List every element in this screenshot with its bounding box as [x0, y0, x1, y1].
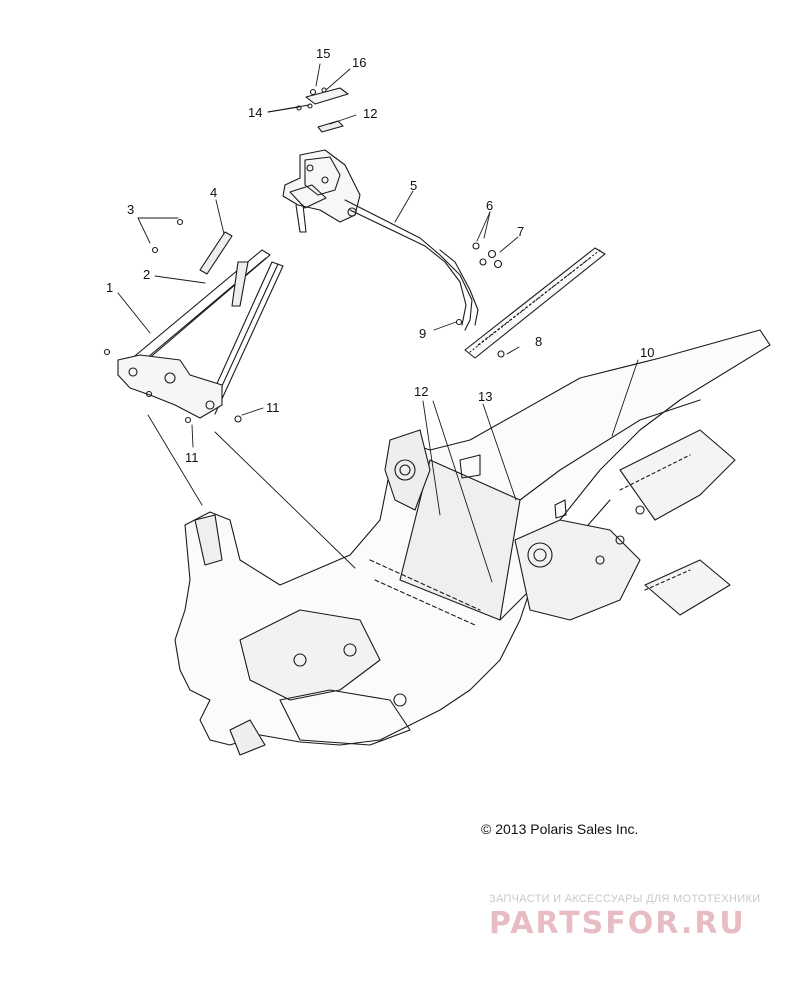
callout-2: 2 [143, 267, 150, 282]
upper-support-frame-part [282, 149, 479, 331]
bracket-plate-part [296, 87, 349, 133]
callout-9: 9 [419, 326, 426, 341]
leader-lines [117, 63, 639, 583]
callout-12-chassis: 12 [414, 384, 428, 399]
chassis-frame-part [174, 329, 771, 756]
watermark-tagline: ЗАПЧАСТИ И АКСЕССУАРЫ ДЛЯ МОТОТЕХНИКИ [489, 893, 761, 905]
callout-10: 10 [640, 345, 654, 360]
callout-1: 1 [106, 280, 113, 295]
callout-8: 8 [535, 334, 542, 349]
callout-16: 16 [352, 55, 366, 70]
callout-4: 4 [210, 185, 217, 200]
callout-11-lower: 11 [185, 450, 199, 465]
front-support-assembly-part [103, 218, 284, 424]
callout-labels: 1 2 3 4 5 6 7 8 9 10 11 11 12 12 13 14 1… [106, 46, 654, 465]
callout-12-top: 12 [363, 106, 377, 121]
callout-13: 13 [478, 389, 492, 404]
callout-7: 7 [517, 224, 524, 239]
tunnel-strip-part [464, 247, 606, 359]
callout-6: 6 [486, 198, 493, 213]
callout-3: 3 [127, 202, 134, 217]
fastener-hardware [455, 242, 505, 358]
copyright-text: © 2013 Polaris Sales Inc. [481, 821, 639, 837]
callout-5: 5 [410, 178, 417, 193]
watermark-brand: PARTSFOR.RU [489, 906, 746, 941]
callout-11-right: 11 [266, 400, 280, 415]
callout-15: 15 [316, 46, 330, 61]
callout-14: 14 [248, 105, 262, 120]
